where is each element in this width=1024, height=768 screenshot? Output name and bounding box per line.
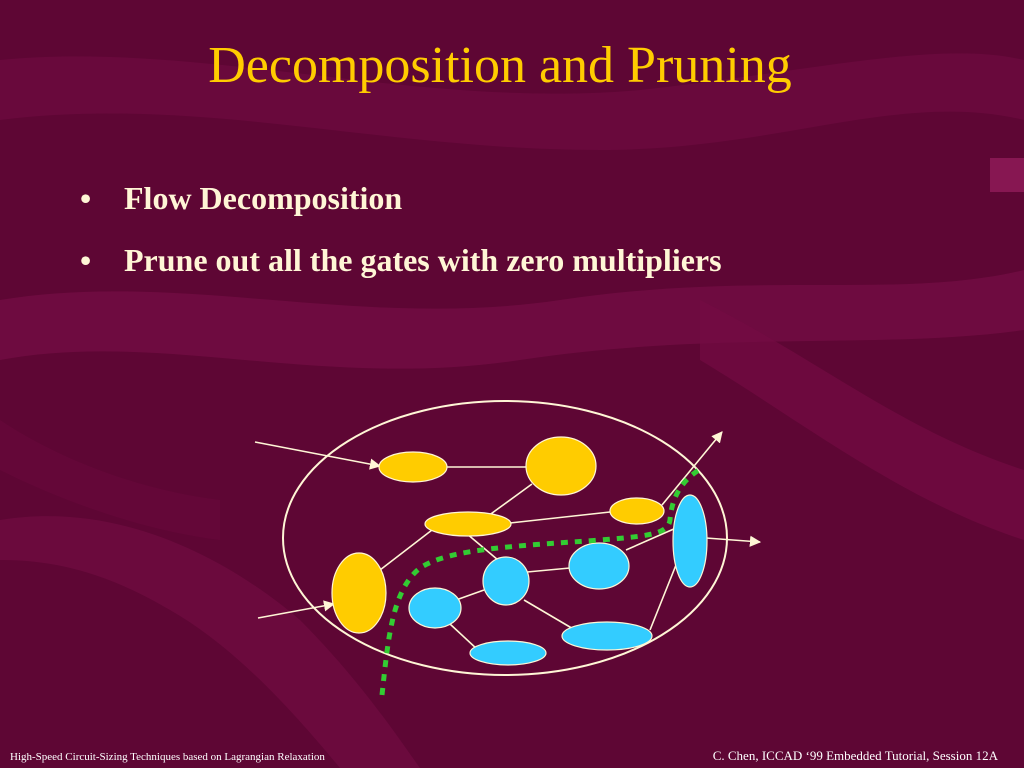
gate-kept [525,436,597,496]
footer-right: C. Chen, ICCAD ‘99 Embedded Tutorial, Se… [712,748,998,763]
circuit-boundary [282,400,728,676]
gate-kept [378,451,448,483]
wire [379,529,433,571]
bullet-list: • Flow Decomposition • Prune out all the… [80,178,722,302]
gate-pruned [408,587,462,629]
bullet-item: • Flow Decomposition [80,178,722,218]
wire [649,564,677,631]
wire [449,623,479,651]
gate-kept [331,552,387,634]
gate-pruned [568,542,630,590]
gate-pruned [672,494,708,588]
bullet-item: • Prune out all the gates with zero mult… [80,240,722,280]
bullet-marker: • [80,180,92,216]
output-wire [705,535,762,547]
wire [523,599,576,631]
input-wire [254,441,382,470]
gate-pruned [482,556,530,606]
gate-pruned [561,621,653,651]
gate-kept [424,511,512,537]
bullet-text: Prune out all the gates with zero multip… [124,242,722,278]
footer-left: High-Speed Circuit-Sizing Techniques bas… [10,751,325,763]
bullet-marker: • [80,242,92,278]
wire [455,589,485,601]
wire [487,483,533,517]
slide-title: Decomposition and Pruning [208,37,792,94]
gate-kept [609,497,665,525]
wire [625,527,677,551]
wire [509,511,611,524]
gate-pruned [469,640,547,666]
output-wire [661,431,723,506]
bullet-text: Flow Decomposition [124,180,403,216]
input-wire [257,600,336,619]
wire [526,567,571,573]
